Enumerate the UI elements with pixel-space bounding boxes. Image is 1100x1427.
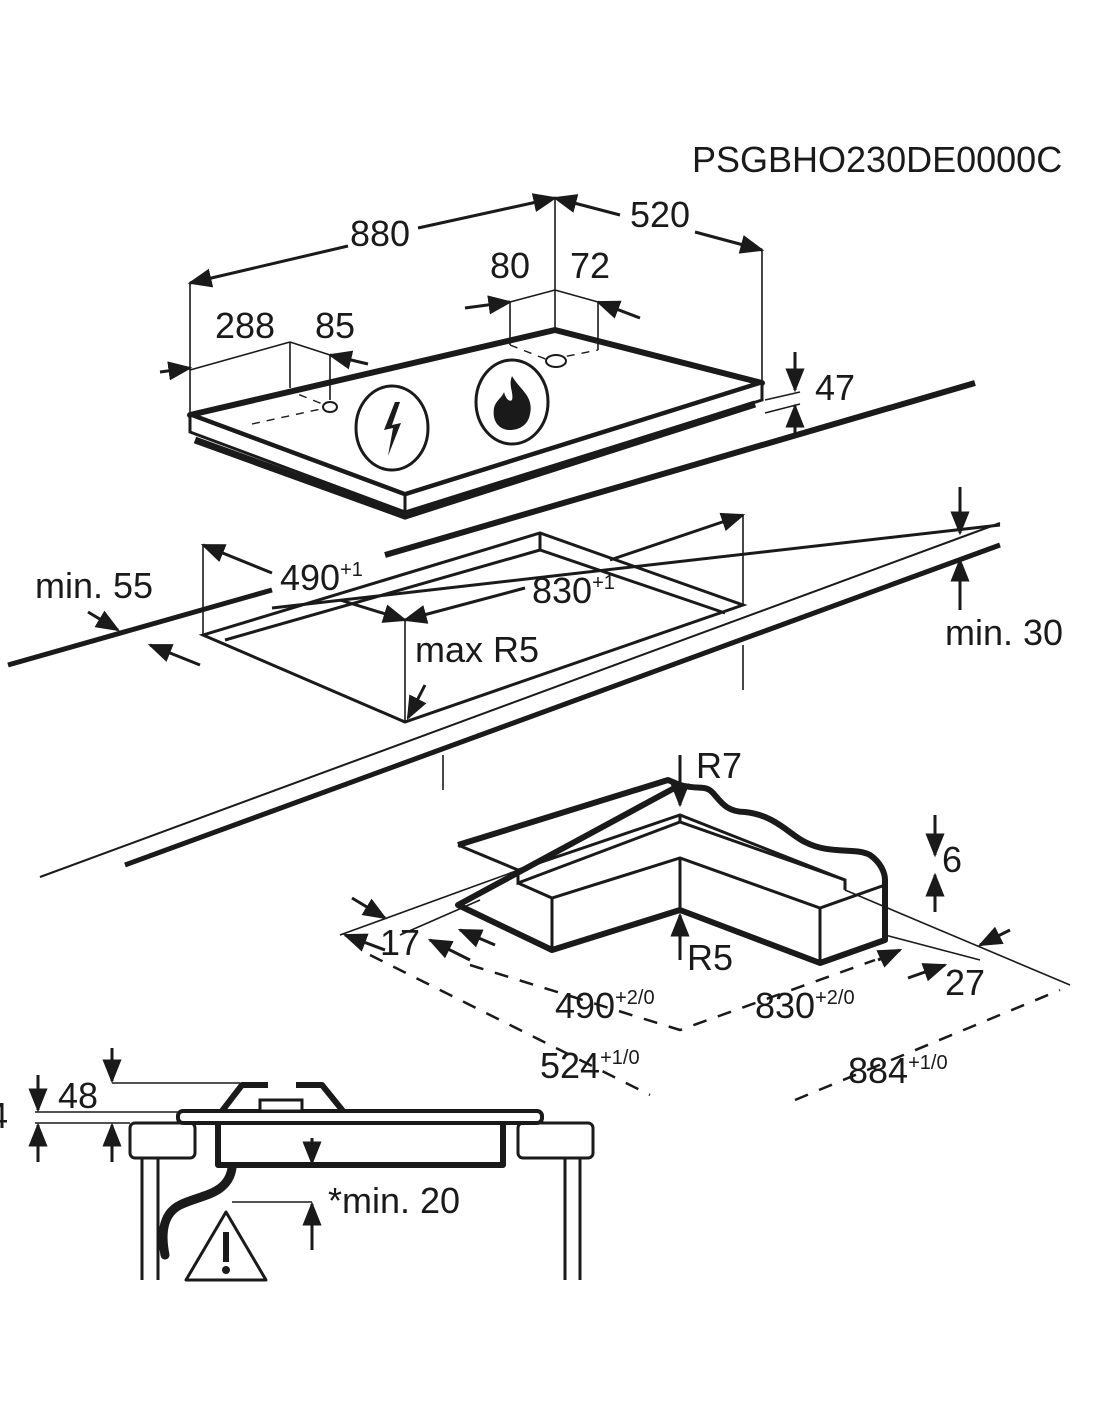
cutout-radius: max R5	[415, 629, 539, 670]
dim-elec-back: 85	[315, 305, 355, 346]
inner-radius: R5	[687, 937, 733, 978]
rebate-depth: 6	[942, 839, 962, 880]
dim-width: 880	[350, 213, 410, 254]
outer-depth: 524+1/0	[540, 1045, 640, 1086]
rebate-front: 17	[380, 922, 420, 963]
warning-triangle-icon	[184, 1210, 268, 1282]
dim-gas-side: 72	[570, 245, 610, 286]
model-code: PSGBHO230DE0000C	[692, 139, 1062, 180]
cutout-drawing	[7, 380, 1001, 878]
overall-height: 48	[58, 1075, 98, 1116]
inner-depth: 490+2/0	[555, 985, 655, 1026]
rebate-side: 27	[945, 962, 985, 1003]
inner-width: 830+2/0	[755, 985, 855, 1026]
electricity-warning-icon	[354, 384, 430, 472]
dim-depth: 520	[630, 194, 690, 235]
min-front-distance: min. 55	[35, 565, 153, 606]
cutout-depth: 490+1	[280, 557, 363, 598]
dim-gas-back: 80	[490, 245, 530, 286]
glass-height: 4	[0, 1095, 8, 1136]
section-drawing	[28, 1048, 595, 1280]
min-worktop-thickness: min. 30	[945, 612, 1063, 653]
cutout-width: 830+1	[532, 570, 615, 611]
dim-elec-side: 288	[215, 305, 275, 346]
hob-side-edge	[403, 380, 764, 515]
outer-radius: R7	[696, 745, 742, 786]
flush-cutout-drawing	[339, 755, 1071, 1102]
dim-height: 47	[815, 367, 855, 408]
min-clearance: *min. 20	[328, 1180, 460, 1221]
outer-width: 884+1/0	[848, 1050, 948, 1091]
hob-drawing	[159, 193, 805, 520]
gas-flame-icon	[474, 358, 550, 446]
